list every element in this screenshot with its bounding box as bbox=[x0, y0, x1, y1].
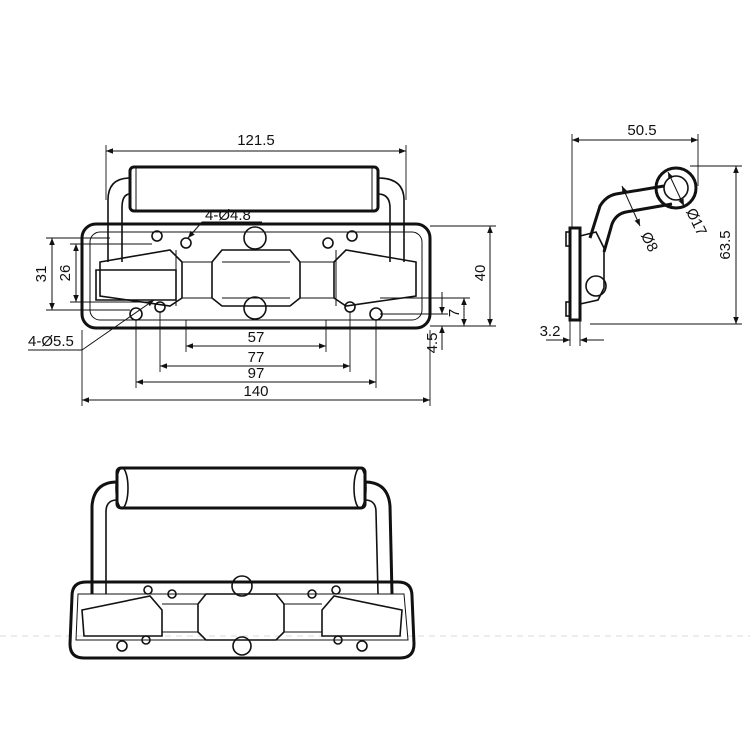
dim-height-40: 40 bbox=[472, 265, 489, 282]
perspective-hole-icon bbox=[232, 636, 252, 656]
dim-height-4-5: 4.5 bbox=[424, 333, 441, 354]
dim-height-31: 31 bbox=[33, 266, 50, 283]
dim-hole-small: 4-Ø4.8 bbox=[205, 207, 251, 224]
handle-bail-left bbox=[107, 177, 131, 262]
front-view: 121.5 4-Ø4.8 31 26 40 7 4.5 4-Ø5.5 bbox=[28, 132, 496, 406]
side-view: 50.5 63.5 Ø8 Ø17 3.2 bbox=[540, 122, 742, 346]
dim-top-width: 121.5 bbox=[237, 132, 275, 149]
base-plate bbox=[80, 222, 432, 330]
dim-height-7: 7 bbox=[446, 309, 463, 317]
perspective-view bbox=[68, 466, 416, 660]
side-plate bbox=[568, 226, 582, 322]
perspective-hole-icon bbox=[231, 575, 253, 597]
hole-center-bottom-icon bbox=[243, 296, 267, 320]
dim-hole-large: 4-Ø5.5 bbox=[28, 333, 74, 350]
side-knob-icon bbox=[654, 166, 698, 210]
side-arm-inner bbox=[602, 202, 673, 253]
perspective-grip bbox=[115, 466, 367, 510]
dim-side-width: 50.5 bbox=[627, 122, 656, 139]
dim-width-77: 77 bbox=[248, 349, 265, 366]
side-arm-outer bbox=[588, 184, 665, 239]
hole-small-icon bbox=[180, 237, 192, 249]
side-bracket bbox=[579, 231, 605, 305]
dim-width-97: 97 bbox=[248, 365, 265, 382]
perspective-base bbox=[68, 580, 416, 660]
hole-center-top-icon bbox=[243, 226, 267, 250]
hole-large-icon bbox=[344, 301, 356, 313]
dim-side-d8: Ø8 bbox=[637, 229, 661, 254]
dim-side-thickness: 3.2 bbox=[540, 323, 561, 340]
hole-small-icon bbox=[346, 230, 358, 242]
hole-small-icon bbox=[322, 237, 334, 249]
handle-grip bbox=[128, 165, 380, 213]
dim-side-height: 63.5 bbox=[717, 230, 734, 259]
dim-width-57: 57 bbox=[248, 329, 265, 346]
dim-height-26: 26 bbox=[57, 265, 74, 282]
perspective-bail-left bbox=[90, 480, 118, 594]
handle-bail-right bbox=[377, 177, 405, 262]
channel-left bbox=[95, 269, 177, 301]
perspective-bail-right bbox=[364, 480, 394, 595]
hole-large-icon bbox=[154, 301, 166, 313]
dim-width-140: 140 bbox=[243, 383, 268, 400]
hole-small-icon bbox=[151, 230, 163, 242]
dim-side-d17: Ø17 bbox=[682, 206, 710, 239]
